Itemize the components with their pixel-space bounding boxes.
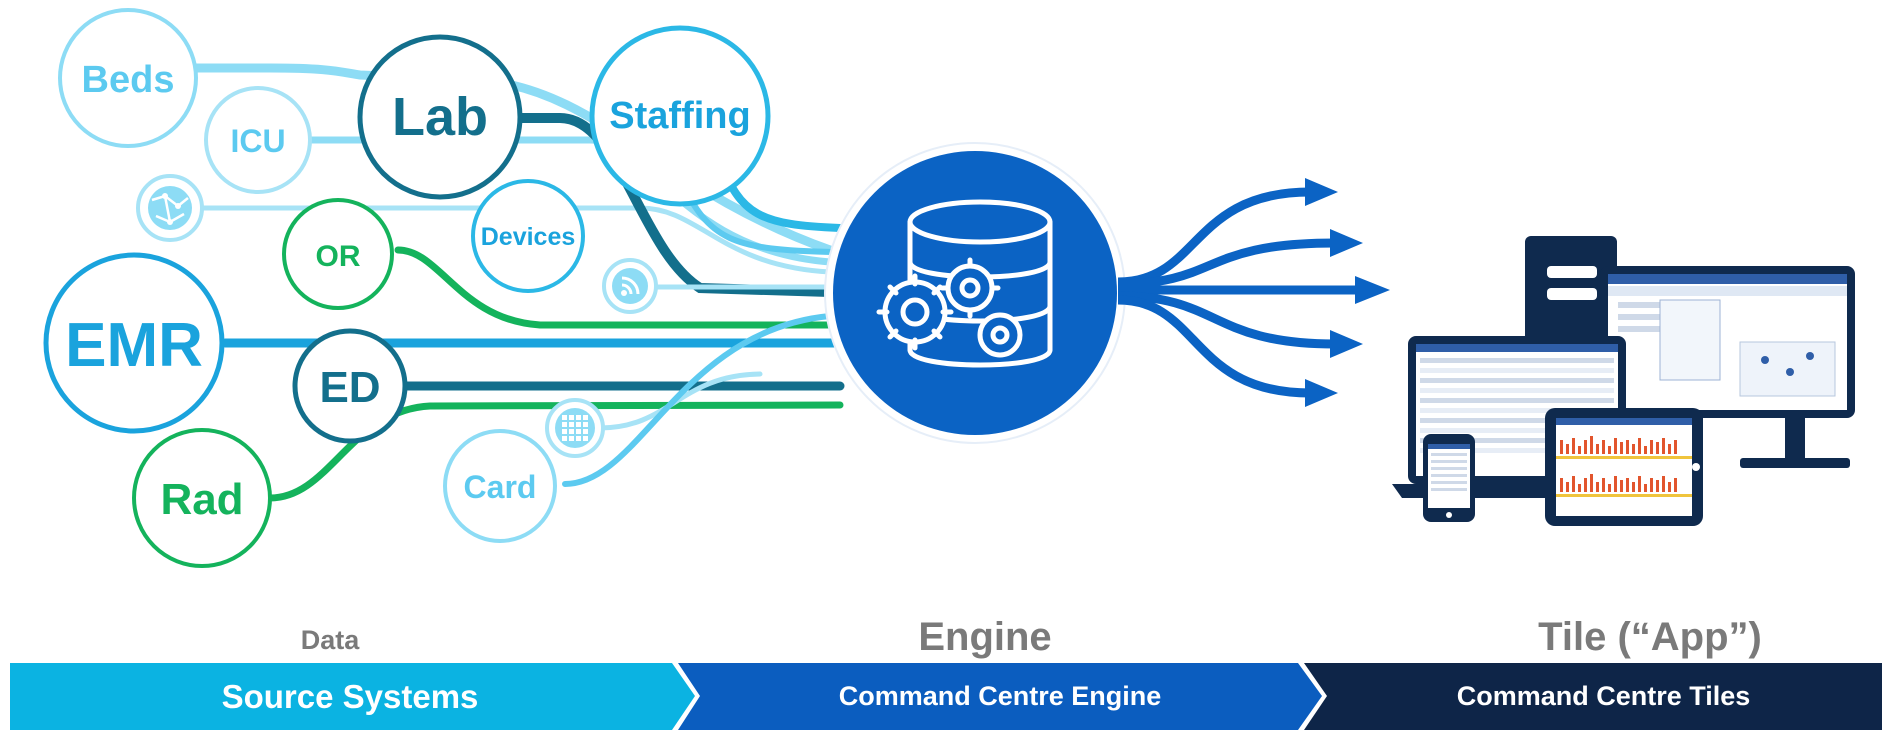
stage-label-tile: Tile (“App”) [1538, 615, 1762, 659]
staffing-circle [589, 25, 771, 207]
devices-circle [471, 179, 585, 293]
icu-label: ICU [230, 123, 285, 159]
staffing-label: Staffing [609, 95, 750, 137]
emr-label: EMR [65, 311, 203, 380]
grid-icon [545, 398, 605, 458]
beds-circle [58, 8, 198, 148]
engine [824, 142, 1126, 444]
icu-circle [204, 86, 312, 194]
lab-label: Lab [392, 87, 488, 147]
lab-circle [357, 34, 523, 200]
or-line [394, 246, 834, 329]
wifi-icon [602, 258, 658, 314]
rad-label: Rad [160, 475, 243, 524]
rad-line [266, 401, 844, 502]
database-gears-icon [876, 199, 1053, 368]
globe-icon [136, 174, 204, 242]
beds-label: Beds [82, 59, 175, 101]
emr-circle [43, 252, 225, 434]
banner-source-systems [10, 663, 695, 730]
output-arrows [1117, 187, 1360, 398]
globe-line [197, 205, 833, 275]
stage-label-engine: Engine [918, 615, 1052, 659]
banner-tiles-label: Command Centre Tiles [1456, 681, 1751, 711]
rad-circle [132, 428, 272, 568]
source-circles: Beds ICU Lab Staffing OR Devices EMR [43, 8, 771, 568]
or-circle [282, 198, 394, 310]
arrow-heads [1305, 178, 1390, 407]
devices-icon [1392, 236, 1855, 526]
banner-engine-label: Command Centre Engine [838, 681, 1162, 711]
card-label: Card [464, 469, 537, 505]
card-circle [443, 429, 557, 543]
beds-line [190, 63, 835, 255]
stage-label-data: Data [300, 625, 360, 655]
devices-label: Devices [481, 223, 576, 251]
banner-tiles [1304, 663, 1882, 730]
ed-circle [292, 328, 408, 444]
banner-source-systems-label: Source Systems [221, 678, 479, 715]
card-line [562, 313, 833, 487]
banner-engine [678, 663, 1322, 730]
or-label: OR [316, 240, 361, 273]
process-banner [10, 663, 1882, 730]
ed-label: ED [319, 363, 380, 412]
